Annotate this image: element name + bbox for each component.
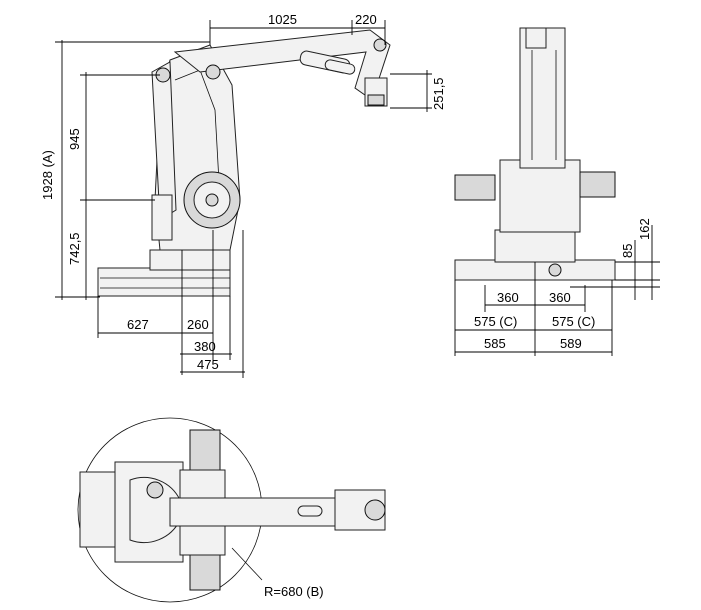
dim-220: 220	[355, 12, 377, 27]
rear-motor-right	[579, 171, 616, 198]
dim-575-c-right: 575 (C)	[552, 314, 595, 329]
side-upper-arm	[173, 29, 391, 101]
top-view-robot	[77, 417, 386, 603]
dim-945: 945	[67, 128, 82, 150]
dim-360-left: 360	[497, 290, 519, 305]
dim-380: 380	[194, 339, 216, 354]
radius-leader-line	[231, 547, 263, 581]
radius-label: R=680 (B)	[264, 584, 324, 599]
rear-column	[519, 27, 566, 169]
dim-575-c-left: 575 (C)	[474, 314, 517, 329]
dim-475: 475	[197, 357, 219, 372]
rear-view-robot	[454, 27, 616, 281]
rear-turntable	[494, 229, 576, 263]
side-counterweight	[151, 194, 173, 241]
side-view-robot	[97, 29, 391, 297]
dim-85: 85	[620, 244, 635, 258]
side-view-dimensions: 1025 220 251,5 1928 (A) 945 742,5 627 26…	[40, 12, 446, 378]
dim-162: 162	[637, 218, 652, 240]
rear-view-dimensions: 85 162 360 360 575 (C) 575 (C) 585 589	[454, 218, 660, 356]
dim-260: 260	[187, 317, 209, 332]
dim-1928-a: 1928 (A)	[40, 150, 55, 200]
dim-585: 585	[484, 336, 506, 351]
dim-360-right: 360	[549, 290, 571, 305]
side-rear-link	[151, 61, 177, 221]
dim-251-5: 251,5	[431, 77, 446, 110]
side-base-turntable	[149, 249, 231, 271]
dim-742-5: 742,5	[67, 232, 82, 265]
dim-589: 589	[560, 336, 582, 351]
dim-1025: 1025	[268, 12, 297, 27]
rear-motor-left	[454, 174, 496, 201]
side-base	[97, 267, 231, 297]
dim-627: 627	[127, 317, 149, 332]
top-motor-upper	[189, 429, 221, 476]
top-base-rear	[79, 471, 121, 548]
